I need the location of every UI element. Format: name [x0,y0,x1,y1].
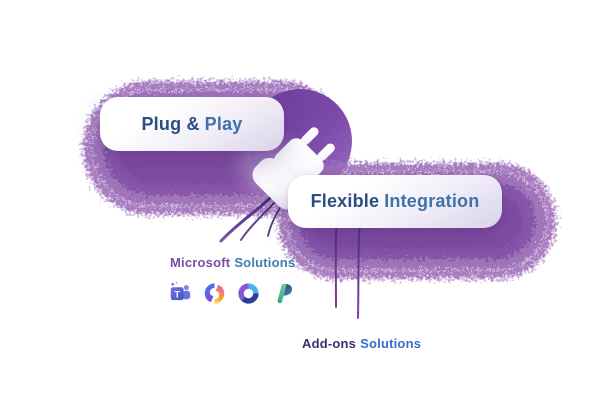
plug-and-play-text-1: Plug & [141,113,200,134]
wire-to-microsoft-1 [219,193,275,243]
microsoft-solutions-label: Microsoft Solutions [170,255,295,270]
microsoft-solutions-text-1: Microsoft [170,255,231,270]
teams-letter: T [174,289,180,299]
plug-and-play-text-2: Play [204,113,243,134]
microsoft-teams-icon: T [170,281,191,301]
addons-solutions-text-2: Solutions [360,336,422,351]
microsoft-copilot-icon [204,283,225,304]
wire-to-microsoft-2 [240,198,279,241]
plug-and-play-card: Plug & Play [100,97,284,151]
addons-solutions-text-1: Add-ons [302,336,357,351]
flexible-integration-text-2: Integration [384,191,480,211]
microsoft-solutions-text-2: Solutions [234,255,296,270]
flexible-integration-text-1: Flexible [310,191,380,211]
addons-solutions-label: Add-ons Solutions [302,336,421,351]
microsoft-icons-row: T [168,281,295,306]
flexible-integration-card: Flexible Integration [288,175,502,228]
microsoft-loop-icon [238,283,259,304]
microsoft-planner-icon [277,283,293,304]
